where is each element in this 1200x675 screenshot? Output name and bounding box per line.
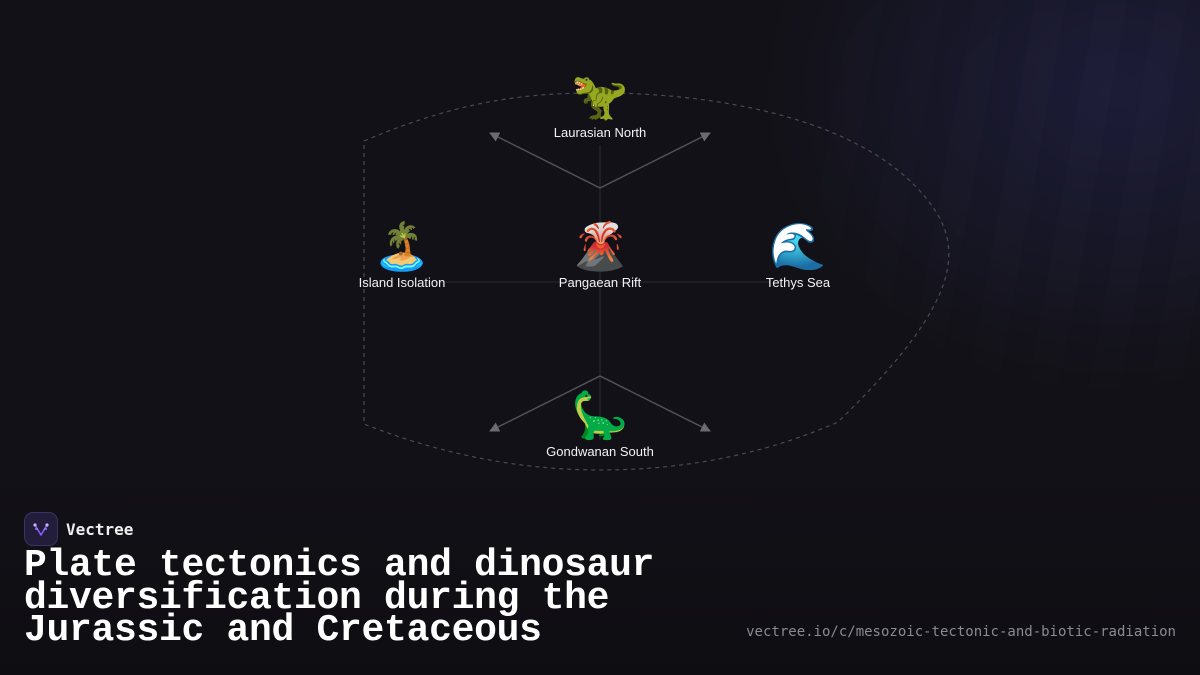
brand[interactable]: Vectree [24,512,133,546]
node-island-isolation: 🏝️ Island Isolation [302,220,502,290]
node-label: Tethys Sea [765,275,831,290]
page-title: Plate tectonics and dinosaur diversifica… [24,544,655,652]
arrow-lower-right [599,375,711,432]
t-rex-icon: 🦖 [571,70,629,122]
node-tethys-sea: 🌊 Tethys Sea [698,220,898,290]
desert-island-icon: 🏝️ [373,220,431,272]
node-pangaean-rift: 🌋 Pangaean Rift [500,220,700,290]
node-label: Gondwanan South [546,444,654,459]
arrow-upper-left [489,132,601,189]
source-url[interactable]: vectree.io/c/mesozoic-tectonic-and-bioti… [746,624,1176,640]
brand-name: Vectree [66,519,134,539]
node-laurasian-north: 🦖 Laurasian North [500,70,700,140]
node-label: Laurasian North [553,125,647,140]
arrow-lower-left [489,375,601,432]
vectree-logo-icon [24,512,58,546]
node-label: Pangaean Rift [558,275,642,290]
sauropod-icon: 🦕 [571,389,629,441]
volcano-icon: 🌋 [571,220,629,272]
arrow-upper-right [599,132,711,189]
node-label: Island Isolation [358,275,446,290]
boundary-outline [363,92,950,471]
wave-icon: 🌊 [769,220,827,272]
node-gondwanan-south: 🦕 Gondwanan South [500,389,700,459]
